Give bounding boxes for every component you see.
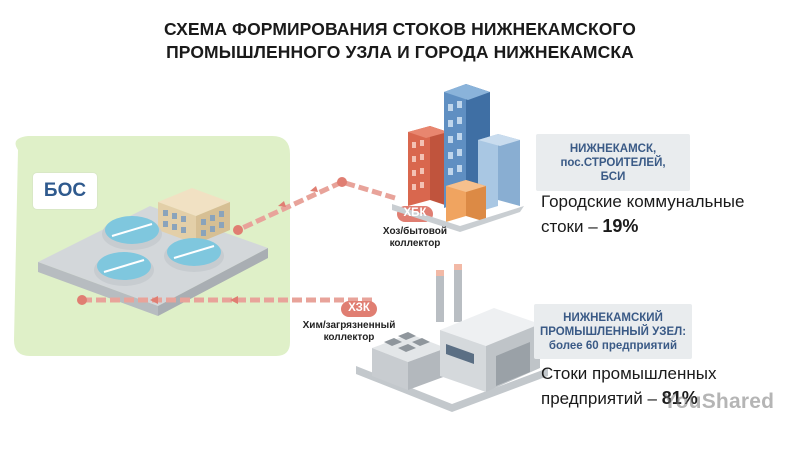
industry-tag-line-1: НИЖНЕКАМСКИЙ bbox=[534, 311, 692, 325]
industry-note-line-1: Стоки промышленных bbox=[541, 362, 791, 386]
household-collector-line-1: Хоз/бытовой bbox=[370, 226, 460, 238]
chemical-collector-line-1: Хим/загрязненный bbox=[294, 320, 404, 332]
household-pipe-end bbox=[233, 225, 243, 235]
chemical-pipe-tag: ХЗК bbox=[341, 302, 377, 314]
household-pipe-start bbox=[337, 177, 347, 187]
industry-tag: НИЖНЕКАМСКИЙ ПРОМЫШЛЕННЫЙ УЗЕЛ: более 60… bbox=[534, 304, 692, 359]
chemical-pipe-end bbox=[77, 295, 87, 305]
city-tag-line-2: пос.СТРОИТЕЛЕЙ, bbox=[536, 156, 690, 170]
watermark: YouShared bbox=[663, 390, 774, 414]
industry-tag-line-2: ПРОМЫШЛЕННЫЙ УЗЕЛ: bbox=[534, 325, 692, 339]
city-note-value: 19% bbox=[602, 216, 638, 236]
household-collector-label: Хоз/бытовой коллектор bbox=[370, 226, 460, 250]
city-note: Городские коммунальные стоки – 19% bbox=[541, 190, 791, 239]
industry-note-prefix: предприятий – bbox=[541, 389, 662, 408]
city-note-line-2: стоки – 19% bbox=[541, 214, 791, 239]
industry-tag-line-3: более 60 предприятий bbox=[534, 339, 692, 353]
household-pipe-tag: ХБК bbox=[397, 207, 433, 219]
household-collector-line-2: коллектор bbox=[370, 238, 460, 250]
city-note-prefix: стоки – bbox=[541, 217, 602, 236]
city-tag-line-1: НИЖНЕКАМСК, bbox=[536, 142, 690, 156]
chemical-collector-label: Хим/загрязненный коллектор bbox=[294, 320, 404, 344]
city-tag-line-3: БСИ bbox=[536, 170, 690, 184]
bos-label: БОС bbox=[33, 173, 97, 209]
city-note-line-1: Городские коммунальные bbox=[541, 190, 791, 214]
chemical-collector-line-2: коллектор bbox=[294, 332, 404, 344]
city-tag: НИЖНЕКАМСК, пос.СТРОИТЕЛЕЙ, БСИ bbox=[536, 134, 690, 191]
